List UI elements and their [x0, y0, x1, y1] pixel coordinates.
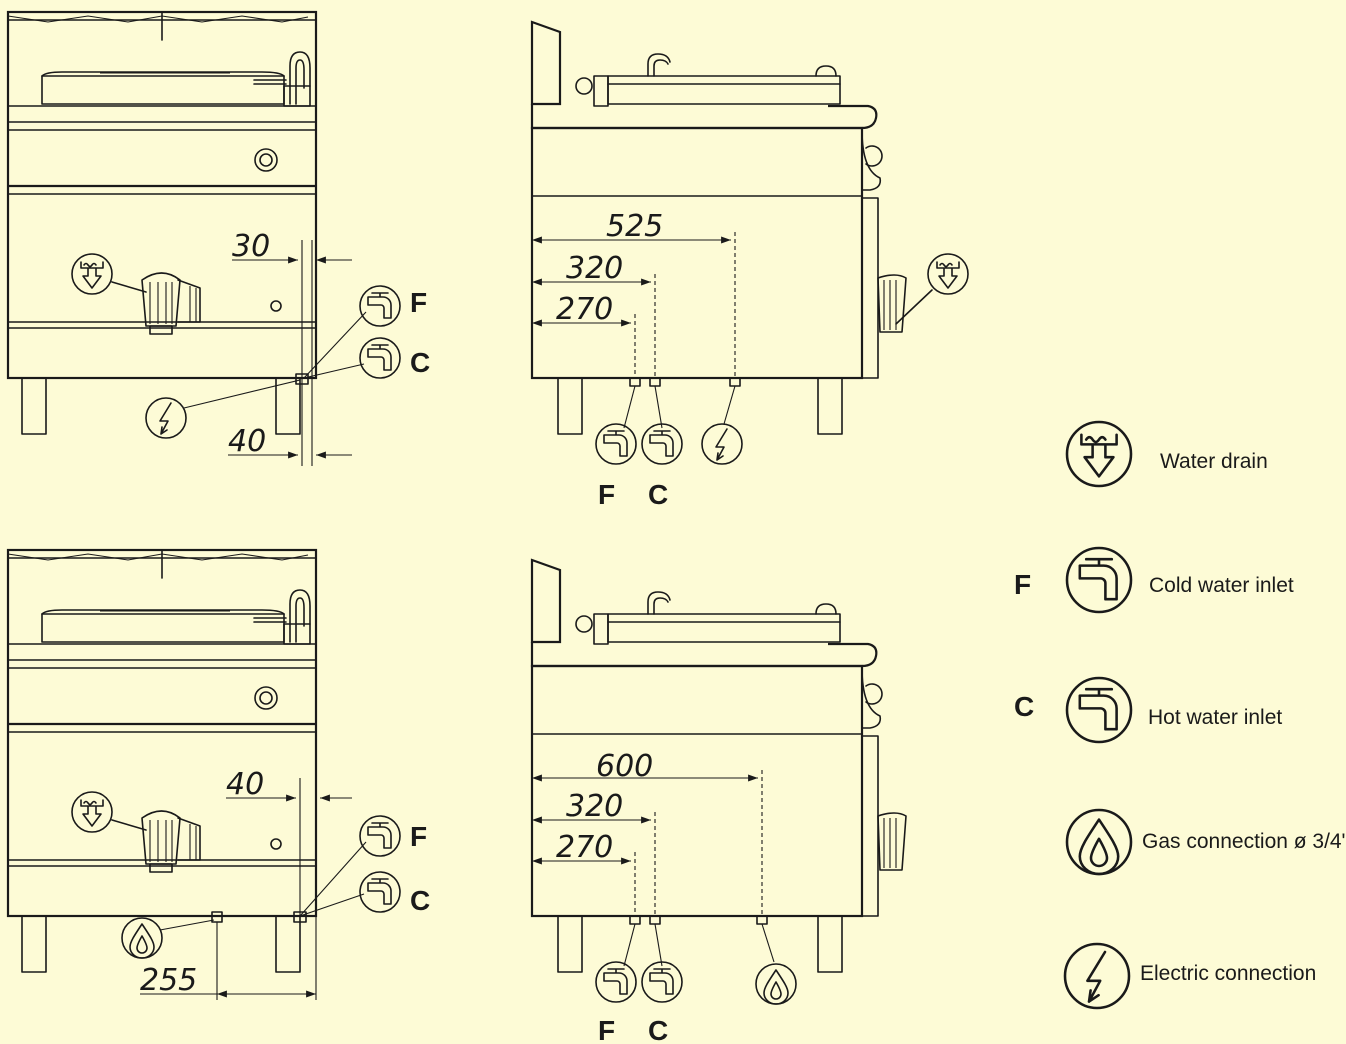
side-view-bottom: 600 320 270 F C [530, 558, 908, 1044]
side-view-top: 525 320 270 F C [530, 20, 969, 510]
dim-270: 270 [556, 830, 613, 865]
label-c: C [410, 347, 430, 378]
front-view-bottom: 40 255 F C [6, 548, 430, 1000]
dim-600: 600 [596, 749, 653, 784]
hot-water-tap-icon [359, 871, 401, 913]
dim-320: 320 [566, 251, 623, 286]
legend-label: Hot water inlet [1148, 706, 1282, 729]
legend-label: Cold water inlet [1149, 574, 1294, 597]
hot-water-tap-icon [641, 961, 683, 1003]
electric-bolt-icon [1063, 942, 1131, 1010]
dim-270: 270 [556, 292, 613, 327]
legend-label: Water drain [1160, 450, 1268, 473]
legend-item-gas: Gas connection ø 3/4" [1065, 808, 1346, 876]
legend-item-hot-water: C Hot water inlet [1014, 676, 1282, 744]
gas-flame-icon [755, 963, 797, 1005]
cold-water-tap-icon [595, 961, 637, 1003]
label-f: F [598, 1015, 615, 1044]
legend-item-water-drain: Water drain [1065, 420, 1268, 488]
cold-water-tap-icon [595, 423, 637, 465]
cold-water-tap-icon [1065, 546, 1133, 614]
label-c: C [648, 479, 668, 510]
label-f: F [410, 821, 427, 852]
label-c: C [410, 885, 430, 916]
electric-bolt-icon [701, 423, 743, 465]
water-drain-icon [1065, 420, 1133, 488]
gas-flame-icon [1065, 808, 1133, 876]
gas-flame-icon [121, 917, 163, 959]
water-drain-icon [71, 253, 113, 295]
cold-water-tap-icon [359, 285, 401, 327]
dim-40: 40 [226, 767, 264, 802]
label-f: F [410, 287, 427, 318]
front-view-top: 30 40 F C [6, 10, 430, 466]
dim-40: 40 [228, 424, 266, 459]
hot-water-tap-icon [641, 423, 683, 465]
legend-item-electric: Electric connection [1063, 942, 1316, 1010]
legend-key: C [1014, 691, 1034, 722]
dim-320: 320 [566, 789, 623, 824]
dim-525: 525 [606, 209, 663, 244]
hot-water-tap-icon [1065, 676, 1133, 744]
label-c: C [648, 1015, 668, 1044]
electric-bolt-icon [145, 397, 187, 439]
label-f: F [598, 479, 615, 510]
legend-label: Electric connection [1140, 962, 1316, 985]
legend-key: F [1014, 569, 1031, 600]
dim-30: 30 [232, 229, 270, 264]
water-drain-icon [927, 253, 969, 295]
hot-water-tap-icon [359, 337, 401, 379]
water-drain-icon [71, 791, 113, 833]
legend: Water drain F Cold water inlet C Hot wat… [1014, 420, 1346, 1010]
dim-255: 255 [140, 963, 197, 998]
legend-label: Gas connection ø 3/4" [1142, 830, 1346, 853]
legend-item-cold-water: F Cold water inlet [1014, 546, 1294, 614]
cold-water-tap-icon [359, 815, 401, 857]
